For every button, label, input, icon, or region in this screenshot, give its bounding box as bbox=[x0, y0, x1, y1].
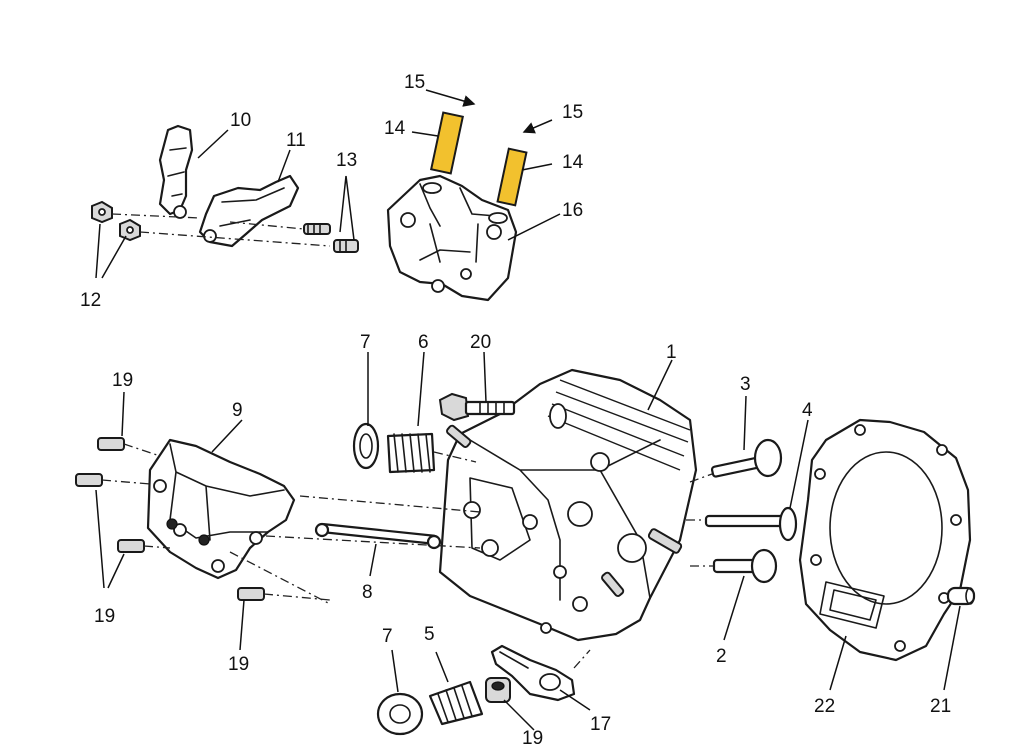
label-14-right: 14 bbox=[562, 152, 584, 173]
cylinder-head-1 bbox=[438, 368, 698, 642]
label-6: 6 bbox=[418, 332, 429, 353]
label-19-bottom: 19 bbox=[228, 654, 249, 675]
bolts-19-bracket bbox=[75, 437, 265, 601]
label-16: 16 bbox=[562, 200, 583, 221]
label-9: 9 bbox=[232, 400, 243, 421]
label-19-left: 19 bbox=[94, 606, 115, 627]
head-gasket-22 bbox=[798, 418, 972, 662]
label-7-lower: 7 bbox=[382, 626, 393, 647]
valve-stem-seal-18 bbox=[485, 677, 511, 703]
label-4: 4 bbox=[802, 400, 813, 421]
label-5: 5 bbox=[424, 624, 435, 645]
label-15-right: 15 bbox=[562, 102, 583, 123]
valve-3 bbox=[710, 438, 783, 478]
adjusting-screw-13 bbox=[303, 223, 359, 253]
label-20: 20 bbox=[470, 332, 491, 353]
valve-2 bbox=[712, 548, 778, 584]
label-15-left: 15 bbox=[404, 72, 425, 93]
spring-retainer-7-lower bbox=[376, 692, 424, 736]
push-rod-8 bbox=[314, 522, 442, 550]
exhaust-valve-4 bbox=[704, 506, 798, 542]
label-2: 2 bbox=[716, 646, 727, 667]
label-14-left: 14 bbox=[384, 118, 406, 139]
rocker-arm-support-16 bbox=[386, 174, 518, 302]
valve-spring-5 bbox=[428, 680, 484, 726]
valve-spring-6 bbox=[386, 432, 436, 474]
label-19-top: 19 bbox=[112, 370, 133, 391]
nut-12 bbox=[91, 200, 141, 242]
rocker-arm-11 bbox=[198, 174, 300, 248]
rocker-arm-10 bbox=[158, 124, 194, 219]
label-17: 17 bbox=[590, 714, 611, 735]
dowel-pin-21 bbox=[946, 586, 976, 606]
label-8: 8 bbox=[362, 582, 373, 603]
label-21: 21 bbox=[930, 696, 951, 717]
label-3: 3 bbox=[740, 374, 751, 395]
label-1: 1 bbox=[666, 342, 677, 363]
push-rod-guide-14-left bbox=[430, 111, 464, 175]
head-bolt-20 bbox=[438, 392, 516, 422]
label-12: 12 bbox=[80, 290, 101, 311]
label-7-upper: 7 bbox=[360, 332, 371, 353]
rocker-arm-17 bbox=[490, 644, 576, 702]
label-11: 11 bbox=[286, 130, 306, 151]
label-13: 13 bbox=[336, 150, 357, 171]
label-18: 19 bbox=[522, 728, 543, 744]
label-10: 10 bbox=[230, 110, 251, 131]
spring-retainer-7-upper bbox=[352, 422, 380, 470]
label-22: 22 bbox=[814, 696, 835, 717]
push-rod-guide-14-right bbox=[496, 147, 528, 207]
rocker-bracket-9 bbox=[146, 438, 296, 580]
